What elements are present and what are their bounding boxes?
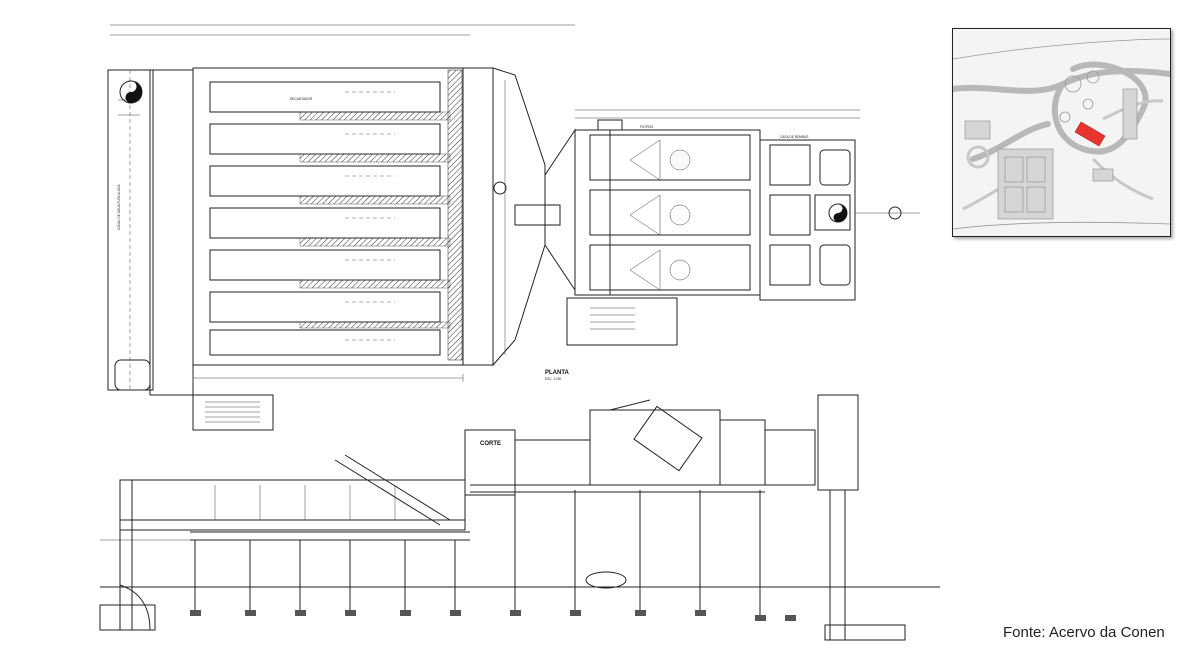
backwash-tank	[566, 297, 678, 346]
transition-channel	[492, 67, 546, 367]
section-decanter	[119, 479, 466, 531]
highlight-marker	[1074, 121, 1106, 147]
plan-view: PLANTA ESC. 1:100 DECANTADOR CANAL DE ÁG…	[107, 24, 920, 431]
filter-house	[574, 129, 761, 296]
label-channel: CANAL DE ÁGUA FLOCULADA	[117, 184, 121, 230]
section-filter	[589, 409, 721, 486]
inset-map-svg	[950, 29, 1173, 236]
stair-access	[192, 394, 274, 431]
source-caption: Fonte: Acervo da Conen	[1003, 624, 1165, 641]
inlet-chamber	[149, 69, 194, 396]
pump-room	[759, 139, 856, 301]
plan-scale: ESC. 1:100	[545, 377, 562, 381]
section-view: CORTE	[99, 394, 940, 641]
label-filters: FILTROS	[640, 125, 653, 129]
section-title: CORTE	[480, 441, 501, 447]
section-tower	[817, 394, 859, 491]
label-pump: CASA DE BOMBAS	[780, 135, 808, 139]
location-inset-map	[950, 28, 1173, 237]
inlet-channel	[107, 69, 154, 391]
plan-title: PLANTA	[545, 370, 570, 376]
label-decanter: DECANTADOR	[290, 97, 313, 101]
